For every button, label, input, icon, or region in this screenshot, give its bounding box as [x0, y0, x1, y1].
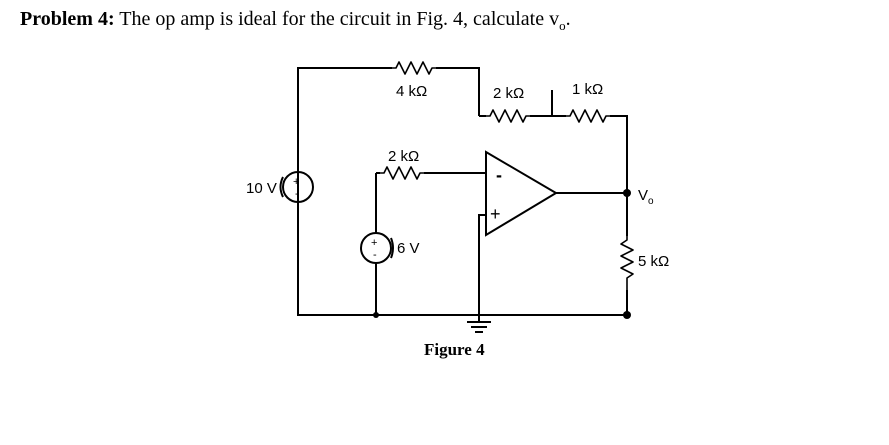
- src2-minus: -: [373, 249, 377, 261]
- wire-top-right: [436, 67, 480, 116]
- op-amp: [485, 150, 558, 237]
- resistor-1k-fb: [566, 109, 610, 123]
- minus-sign: -: [496, 165, 502, 185]
- label-r-top: 4 kΩ: [396, 83, 427, 100]
- source-6v-bracket: [390, 237, 394, 259]
- wire-plus-input: [478, 214, 486, 315]
- source-10v: [282, 171, 314, 203]
- wire-left-bottom: [297, 187, 628, 316]
- figure-caption: Figure 4: [424, 340, 485, 359]
- plus-sign: +: [490, 204, 501, 224]
- label-r-fb2: 1 kΩ: [572, 81, 603, 98]
- bottom-right-node: [623, 311, 631, 319]
- label-vout-sub: o: [648, 196, 654, 207]
- label-r-in: 2 kΩ: [388, 148, 419, 165]
- label-src1: 10 V: [246, 180, 277, 197]
- problem-label: Problem 4:: [20, 8, 115, 30]
- ground-symbol: [467, 321, 491, 333]
- label-r-load: 5 kΩ: [638, 253, 669, 270]
- wire-fb-right: [610, 115, 628, 190]
- problem-end: .: [565, 8, 571, 30]
- label-r-fb1: 2 kΩ: [493, 85, 524, 102]
- label-src2: 6 V: [397, 240, 420, 257]
- wire-left-top: [297, 67, 392, 205]
- source-10v-bracket: [279, 176, 284, 198]
- problem-text: The op amp is ideal for the circuit in F…: [119, 8, 560, 30]
- src1-plus: +: [293, 176, 299, 188]
- resistor-2k-fb: [486, 109, 530, 123]
- src1-minus: -: [295, 188, 299, 200]
- problem-subscript: o: [559, 18, 566, 33]
- src2-plus: +: [371, 237, 377, 249]
- resistor-5k: [620, 236, 634, 290]
- resistor-4k: [392, 61, 436, 75]
- node-6v-bottom: [373, 312, 379, 318]
- problem-statement: Problem 4: The op amp is ideal for the c…: [20, 8, 571, 34]
- label-vout: V: [638, 187, 648, 204]
- resistor-2k-in: [380, 166, 424, 180]
